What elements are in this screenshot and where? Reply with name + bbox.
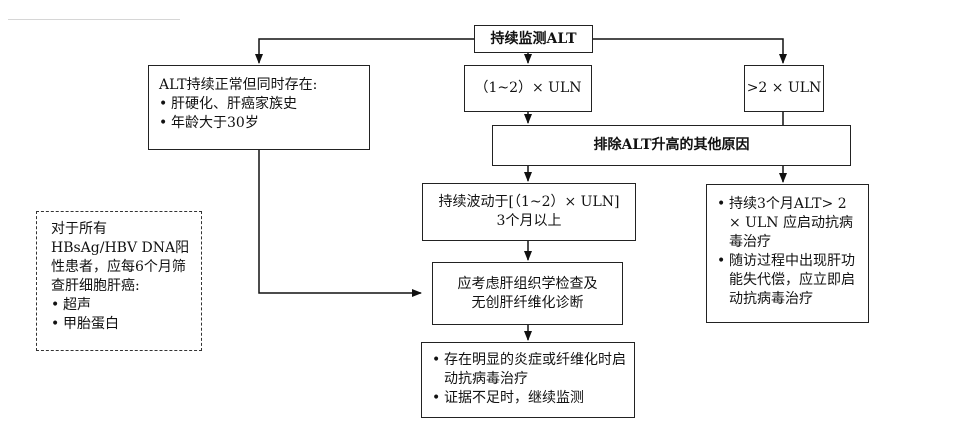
monitor-alt-node: 持续监测ALT [474,25,593,53]
edge-normal-to-biopsy [258,150,422,297]
hcc-screening-note: 对于所有HBsAg/HBV DNA阳性患者，应每6个月筛查肝细胞肝癌: 超声 甲… [36,211,202,351]
screening-item: 甲胎蛋白 [51,315,193,334]
fluctuate-line1: 持续波动于[（1~2）× ULN] [438,194,620,210]
treatment-item: 存在明显的炎症或纤维化时启动抗病毒治疗 [432,351,628,389]
exclude-causes-label: 排除ALT升高的其他原因 [593,137,750,153]
edge-monitor-to-normal [255,38,474,64]
header-rule [8,19,180,20]
uln-1-2-node: （1~2）× ULN [464,65,592,112]
treatment-item: 证据不足时，继续监测 [432,389,628,408]
uln-gt2-label: >2 × ULN [746,80,822,96]
biopsy-line2: 无创肝纤维化诊断 [471,294,584,311]
alt-normal-item: 年龄大于30岁 [159,114,369,133]
alt-normal-node: ALT持续正常但同时存在: 肝硬化、肝癌家族史 年龄大于30岁 [148,65,370,150]
gt2-action-item: 持续3个月ALT> 2 × ULN 应启动抗病毒治疗 [717,195,862,252]
screening-intro: 对于所有HBsAg/HBV DNA阳性患者，应每6个月筛查肝细胞肝癌: [51,221,190,294]
biopsy-line1: 应考虑肝组织学检查及 [457,275,598,292]
fluctuate-node: 持续波动于[（1~2）× ULN] 3个月以上 [422,183,636,241]
edge-monitor-to-gt2 [593,38,787,64]
treatment-node: 存在明显的炎症或纤维化时启动抗病毒治疗 证据不足时，继续监测 [421,342,635,418]
uln-gt2-node: >2 × ULN [744,65,824,112]
uln-1-2-label: （1~2）× ULN [474,80,582,96]
alt-normal-item: 肝硬化、肝癌家族史 [159,95,369,114]
screening-item: 超声 [51,296,193,315]
gt2-action-item: 随访过程中出现肝功能失代偿，应立即启动抗病毒治疗 [717,252,862,309]
biopsy-node: 应考虑肝组织学检查及 无创肝纤维化诊断 [432,262,623,325]
fluctuate-line2: 3个月以上 [496,213,562,229]
gt2-actions-node: 持续3个月ALT> 2 × ULN 应启动抗病毒治疗 随访过程中出现肝功能失代偿… [706,184,869,323]
monitor-alt-label: 持续监测ALT [490,30,577,47]
alt-normal-heading: ALT持续正常但同时存在: [159,77,318,93]
exclude-causes-node: 排除ALT升高的其他原因 [492,125,851,166]
